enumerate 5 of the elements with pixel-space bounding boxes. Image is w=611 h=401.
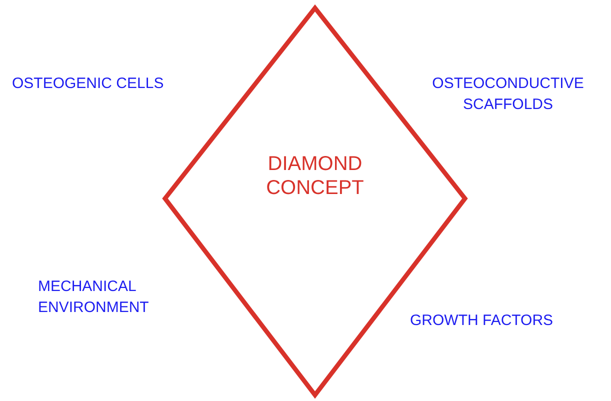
diamond-label: DIAMOND CONCEPT (265, 152, 365, 200)
factor-label: OSTEOGENIC CELLS (12, 74, 165, 94)
factor-label: OSTEOCONDUCTIVE SCAFFOLDS (431, 74, 585, 115)
factor-label: GROWTH FACTORS (410, 311, 554, 331)
factor-label: MECHANICAL ENVIRONMENT (38, 277, 150, 318)
